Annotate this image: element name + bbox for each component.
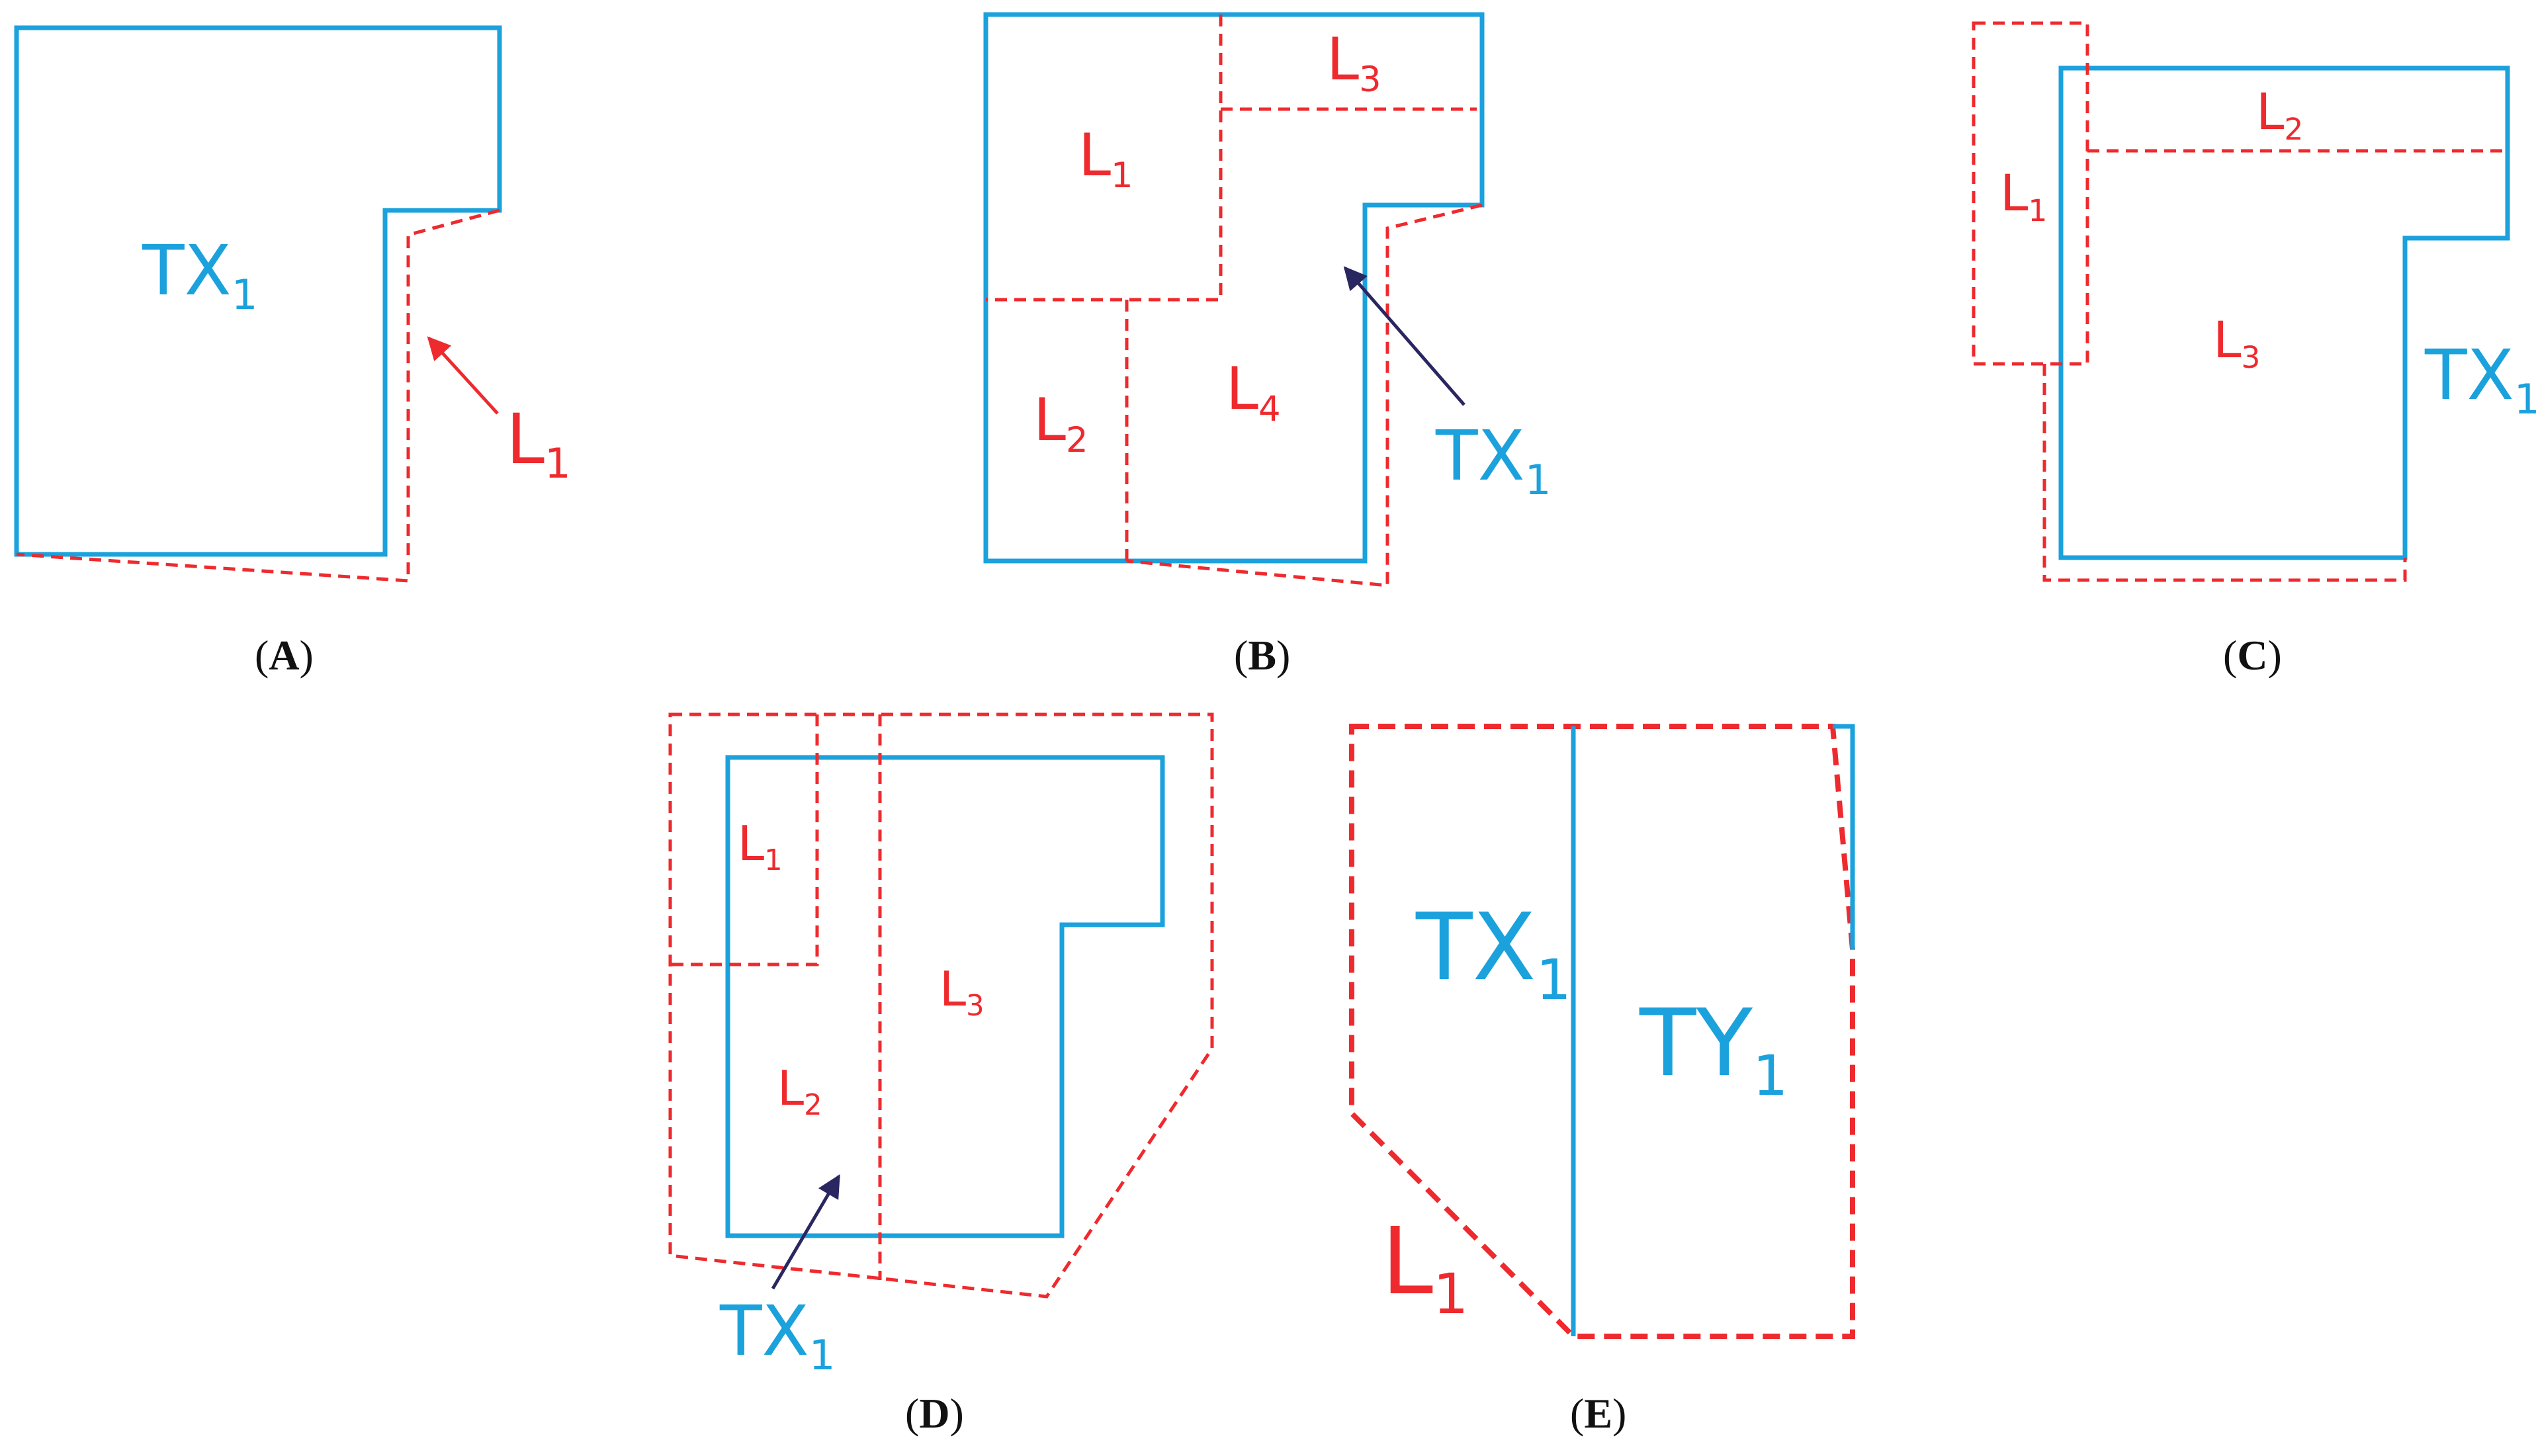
panel-b-l2-label: L2 xyxy=(1033,386,1088,460)
panel-c: L1 L2 L3 TX1 (C) xyxy=(1972,21,2536,679)
panel-c-tx1-label: TX1 xyxy=(2424,335,2536,423)
panel-e-l1-label: L1 xyxy=(1381,1208,1468,1326)
panel-c-caption: (C) xyxy=(2223,632,2282,679)
panel-b-l1-l3-divider xyxy=(986,15,1223,302)
panel-d-l1-label: L1 xyxy=(738,816,783,877)
panel-e-caption: (E) xyxy=(1570,1390,1626,1437)
panel-b-caption: (B) xyxy=(1234,632,1290,679)
panel-a-l1-label: L1 xyxy=(506,399,571,488)
panel-d-caption: (D) xyxy=(905,1390,964,1437)
panel-b-tx1-outline xyxy=(983,12,1485,564)
panel-d-l1-boundary xyxy=(670,714,819,966)
panel-e-ty1-corner xyxy=(1833,724,1855,949)
panel-c-l2-label: L2 xyxy=(2256,82,2303,147)
panel-d-l3-label: L3 xyxy=(940,961,984,1023)
panel-d-tx1-outline xyxy=(725,755,1165,1238)
panel-d-tx1-arrow xyxy=(771,1174,841,1290)
panel-d-l2-label: L2 xyxy=(777,1060,822,1122)
panel-e: TX1 TY1 L1 (E) xyxy=(1349,724,1855,1437)
panel-c-l1-label: L1 xyxy=(2000,163,2047,228)
panel-b-outer-boundary xyxy=(1126,203,1483,587)
panel-a-caption: (A) xyxy=(255,632,314,679)
panel-e-ty1-label: TY1 xyxy=(1639,990,1788,1108)
panel-b-tx1-arrow xyxy=(1343,266,1465,406)
panel-d-tx1-label: TX1 xyxy=(719,1291,835,1379)
panel-c-l3-boundary xyxy=(2042,364,2407,582)
panel-b-l1-label: L1 xyxy=(1078,121,1133,196)
panel-a-l1-boundary xyxy=(16,208,500,583)
panel-a-tx1-label: TX1 xyxy=(142,230,257,319)
panel-a-tx1-outline xyxy=(14,25,502,557)
panel-b-tx1-label: TX1 xyxy=(1435,415,1551,504)
panel-c-tx1-outline xyxy=(2058,65,2510,560)
panel-e-tx1-label: TX1 xyxy=(1415,894,1571,1012)
panel-b-l3-label: L3 xyxy=(1327,25,1381,100)
panel-a: TX1 L1 (A) xyxy=(14,25,571,679)
panel-d: L1 L2 L3 TX1 (D) xyxy=(668,712,1214,1437)
panel-a-l1-arrow xyxy=(427,336,499,415)
panel-c-l3-label: L3 xyxy=(2213,310,2260,375)
panel-c-l1-boundary xyxy=(1972,21,2089,366)
panel-b: L1 L3 L2 L4 TX1 (B) xyxy=(983,12,1551,679)
panel-b-l4-label: L4 xyxy=(1226,355,1281,429)
panel-d-outer-boundary xyxy=(668,712,1214,1299)
